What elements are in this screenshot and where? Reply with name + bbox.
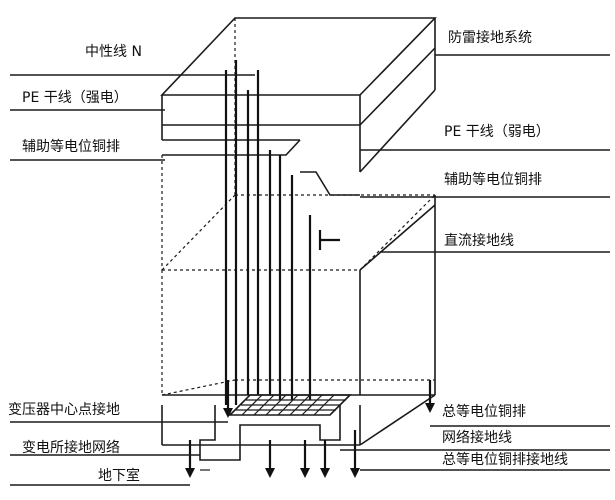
label-aux-equip-bar-left: 辅助等电位铜排 (22, 139, 120, 155)
ground-rods (185, 380, 435, 478)
label-transformer-neutral-ground: 变压器中心点接地 (8, 402, 120, 418)
top-slab (160, 17, 437, 173)
label-substation-ground-grid: 变电所接地网络 (22, 440, 120, 456)
upper-hidden-edges (161, 18, 436, 271)
label-neutral-line: 中性线 N (85, 44, 142, 60)
label-pe-main-weak: PE 干线（弱电） (444, 124, 550, 140)
label-pe-main-strong: PE 干线（强电） (22, 90, 128, 106)
label-aux-equip-bar-right: 辅助等电位铜排 (444, 172, 542, 188)
leader-lines-left (10, 74, 255, 486)
floor-step (300, 171, 360, 196)
label-mesh-ground: 网络接地线 (442, 430, 512, 446)
vertical-conductors (224, 60, 340, 405)
label-dc-ground: 直流接地线 (444, 233, 514, 249)
leader-lines-right (340, 54, 610, 471)
label-lightning-system: 防雷接地系统 (448, 30, 532, 46)
label-basement: 地下室 (98, 468, 140, 484)
label-main-bar-ground: 总等电位铜排接地线 (442, 452, 568, 468)
label-main-equip-bar: 总等电位铜排 (442, 404, 526, 420)
lower-box (161, 195, 436, 446)
ground-mesh (199, 394, 352, 461)
